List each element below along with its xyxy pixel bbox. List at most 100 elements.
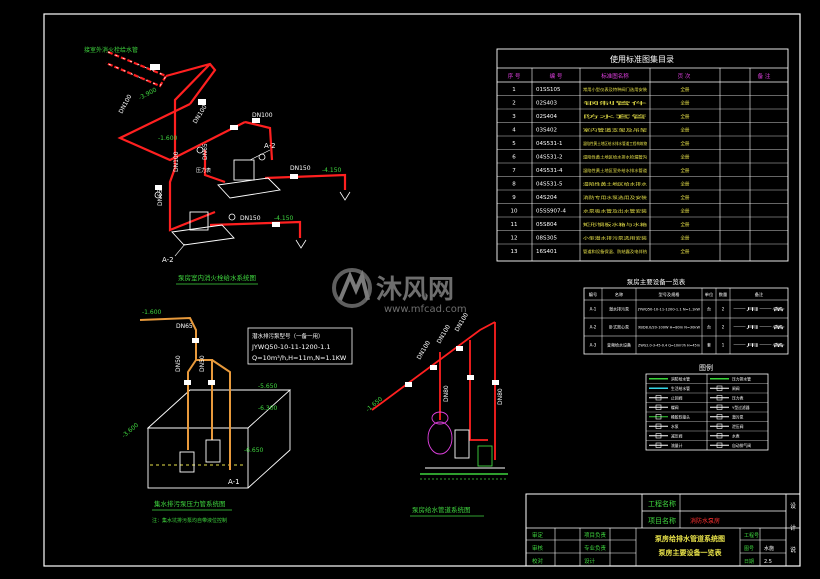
role-check: 校对: [532, 557, 544, 565]
legend-item-9: 潜污泵: [732, 414, 744, 419]
standards-row-4-code: 04S531-1: [536, 141, 562, 147]
standards-row-0-name: 常用小型仪表及特种阀门选用安装: [583, 86, 647, 92]
standards-row-5-page: 全册: [681, 154, 690, 161]
standards-row-0-no: 1: [512, 87, 516, 93]
drain-elev-e: -6.650: [244, 447, 264, 454]
watermark-logo-icon: [332, 268, 372, 308]
valve-gate-2: [252, 118, 260, 123]
label-dn65-a: DN65: [202, 143, 209, 160]
valve-gate-1: [230, 125, 238, 130]
drain-dn50-b: DN50: [199, 355, 206, 372]
equipment-row-1-col-3: 台: [707, 324, 711, 330]
pump-a2-upper: [217, 149, 281, 199]
legend-item-6: 蝶阀: [671, 405, 679, 410]
legend-item-15: 自动排气阀: [732, 443, 751, 448]
standards-row-12-page: 全册: [681, 248, 690, 255]
label-dn100-c: DN100: [173, 151, 180, 172]
standards-row-2-code: 02S404: [536, 114, 557, 120]
right-value-3: 2.5: [764, 559, 772, 565]
label-dn100-d: DN100: [252, 112, 273, 119]
submersible-pumps: [179, 439, 221, 473]
diagram-hydrant-system: 接室外消火栓给水管: [84, 46, 351, 285]
pump-a2-lower: [171, 211, 235, 257]
standards-row-5-no: 6: [512, 155, 516, 161]
standards-row-12-no: 13: [511, 249, 518, 255]
standards-header-3: 页 次: [678, 72, 691, 80]
legend-item-5: 压力表: [732, 395, 744, 400]
pipe-lower: [168, 167, 216, 232]
equipment-header-0: 编号: [589, 291, 597, 298]
standards-row-5-name: 湿陷性黄土地区给水排水检漏管沟: [583, 154, 647, 160]
equipment-row-0-col-3: 台: [707, 306, 711, 312]
standards-title: 使用标准图集目录: [610, 54, 674, 64]
equipment-row-0-col-5: 一用一备: [733, 306, 785, 312]
drain-dn65: DN65: [176, 323, 193, 330]
outlets: [295, 191, 351, 249]
right-label-3: 日期: [744, 559, 754, 565]
watermark: 沐风网 www.mfcad.com: [332, 268, 467, 315]
standards-header-1: 编 号: [550, 72, 563, 80]
valve-top: [150, 64, 160, 70]
diagram2-title: 集水排污泵压力管系统图: [154, 499, 226, 508]
equipment-header-3: 单位: [705, 291, 713, 298]
top-note: 接室外消火栓给水管: [84, 46, 138, 54]
project-label: 工程名称: [648, 499, 676, 508]
pipe-riser: [173, 63, 211, 168]
standards-row-10-code: 05S804: [536, 222, 557, 228]
standards-row-11-name: 小型潜水排污泵选用安装: [583, 235, 647, 241]
label-elev-c: -4.150: [322, 167, 342, 174]
outlet-1: [339, 191, 351, 201]
pump-note-3: Q=10m³/h,H=11m,N=1.1KW: [252, 354, 347, 362]
equipment-row-0-col-2: JYWQ50-10-11-1200-1.1 N=1.1kW: [637, 308, 701, 312]
standards-row-7-page: 全册: [681, 181, 690, 188]
outlet-2: [295, 239, 307, 249]
supply-dn80-a: DN80: [443, 385, 450, 402]
watermark-brand: 沐风网: [376, 275, 454, 305]
supply-valves: [405, 346, 499, 387]
standards-row-9-name: 水泵吸水管及出水管安装: [583, 208, 647, 214]
legend-item-7: Y型过滤器: [732, 405, 750, 410]
standards-row-6-code: 04S531-4: [536, 168, 563, 174]
diagram2-footnote: 注：集水坑排污泵均自带液位控制: [152, 517, 227, 524]
side-tab-3: 说: [790, 546, 796, 554]
equipment-row-1-col-4: 2: [722, 325, 725, 330]
drain-dn50-a: DN50: [175, 355, 182, 372]
standards-row-7-code: 04S531-5: [536, 182, 563, 188]
equipment-row-2-col-5: 一用一备: [733, 342, 785, 348]
equipment-row-1-col-1: 卧式离心泵: [609, 324, 629, 330]
standards-row-2-no: 3: [512, 114, 516, 120]
hydrant-valves: [150, 64, 298, 227]
standards-row-10-page: 全册: [681, 221, 690, 228]
standards-row-8-code: 04S204: [536, 195, 557, 201]
equipment-title: 泵房主要设备一览表: [627, 277, 686, 286]
legend-item-10: 水泵: [671, 424, 679, 429]
label-elev-b: -1.600: [158, 135, 178, 142]
equipment-header-4: 数量: [719, 291, 727, 298]
standards-row-10-name: 矩形钢板水箱与水箱: [583, 221, 647, 227]
equipment-row-2-col-3: 套: [707, 342, 711, 348]
drawing-title-2: 泵房主要设备一览表: [658, 548, 723, 557]
legend-item-8: 橡胶软接头: [671, 414, 690, 419]
legend-item-2: 生活给水管: [671, 386, 690, 391]
pipe-out2: [209, 220, 302, 238]
equipment-row-2-col-4: 1: [722, 343, 725, 348]
equipment-row-0-col-1: 潜水排污泵: [609, 306, 629, 312]
standards-row-7-no: 8: [512, 182, 516, 188]
standards-row-8-name: 消防专用水泵选用及安装: [583, 194, 647, 200]
tag-a2-lower: A-2: [162, 256, 174, 264]
standards-row-9-page: 全册: [681, 208, 690, 215]
standards-row-4-no: 5: [512, 141, 516, 147]
equipment-row-2-col-1: 变频给水设备: [607, 342, 631, 348]
pump-note-1: 潜水排污泵型号（一备一用）: [252, 332, 324, 340]
legend-item-12: 减压阀: [671, 433, 683, 438]
legend-item-13: 水表: [732, 433, 740, 438]
legend-item-0: 消防给水管: [671, 376, 690, 381]
drain-elev-a: -1.600: [142, 309, 162, 316]
valve-gate-3: [290, 174, 298, 179]
label-gauge: 压力表: [196, 167, 211, 174]
standards-row-6-name: 湿陷性黄土地区室外给水排水管道: [583, 167, 647, 173]
equipment-row-0-col-4: 2: [722, 307, 725, 312]
item-value: 消防水泵房: [690, 517, 720, 525]
right-label-2: 图号: [744, 546, 754, 552]
equipment-header-1: 名称: [615, 291, 623, 298]
